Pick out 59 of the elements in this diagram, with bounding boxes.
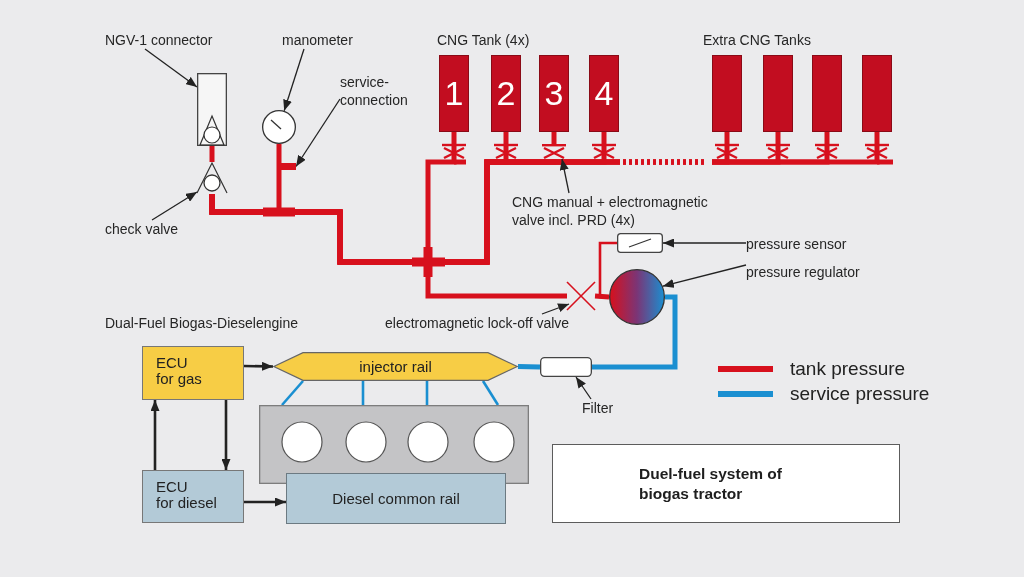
leader-arrow xyxy=(662,264,747,288)
group-label: Extra CNG Tanks xyxy=(703,31,811,49)
gas-tank: 4 xyxy=(589,55,619,132)
filler-connector xyxy=(197,73,227,146)
pressure-sensor xyxy=(617,233,663,253)
part-label: pressure sensor xyxy=(746,235,847,253)
part-label: electromagnetic lock-off valve xyxy=(385,314,570,332)
group-label: Dual-Fuel Biogas-Dieselengine xyxy=(105,314,298,332)
gas-tank: 2 xyxy=(491,55,521,132)
control-unit: ECU for diesel xyxy=(142,470,244,523)
injector-line xyxy=(281,380,304,406)
leader-arrow xyxy=(559,158,570,194)
legend-label: service pressure xyxy=(790,383,930,405)
sensor-line xyxy=(598,241,617,299)
part-label: Filter xyxy=(582,399,614,417)
valve-symbol xyxy=(542,144,566,159)
gas-pipe xyxy=(209,146,215,162)
part-label: pressure regulator xyxy=(746,263,860,281)
signal-arrow xyxy=(243,361,274,371)
legend-label: tank pressure xyxy=(790,358,906,380)
gas-pipe xyxy=(425,132,567,299)
service-port xyxy=(279,163,296,170)
gas-filter xyxy=(540,357,592,377)
leader-arrow xyxy=(662,238,747,248)
leader-arrow xyxy=(541,303,570,315)
injector-line xyxy=(361,381,365,405)
part-label: CNG manual + electromagnetic valve incl. PRD (4x) xyxy=(512,193,734,229)
gas-pipe xyxy=(551,132,557,144)
leader-arrow xyxy=(575,376,592,400)
gas-tank: 1 xyxy=(439,55,469,132)
part-label: service-connection xyxy=(340,73,430,109)
gas-tank xyxy=(862,55,892,132)
lock-off-valve-symbol xyxy=(567,282,595,310)
gas-tank: 3 xyxy=(539,55,569,132)
group-label: CNG Tank (4x) xyxy=(437,31,530,49)
common-rail: Diesel common rail xyxy=(286,473,506,524)
signal-arrow xyxy=(221,400,231,470)
title-panel: Duel-fuel system of biogas tractor xyxy=(552,444,900,523)
gas-tank xyxy=(712,55,742,132)
signal-arrow xyxy=(150,400,160,470)
injector-rail: injector rail xyxy=(273,352,518,381)
leader-arrow xyxy=(151,191,198,221)
part-label: NGV-1 connector xyxy=(105,31,213,49)
injector-line xyxy=(481,380,500,406)
pressure-regulator xyxy=(609,269,665,325)
gas-pipe xyxy=(592,294,678,370)
part-label: manometer xyxy=(282,31,353,49)
signal-arrow xyxy=(244,497,286,507)
pressure-gauge xyxy=(262,110,296,144)
gas-tank xyxy=(763,55,793,132)
injector-line xyxy=(425,381,429,405)
part-label: check valve xyxy=(105,220,179,238)
leader-arrow xyxy=(144,48,198,88)
control-unit: ECU for gas xyxy=(142,346,244,400)
leader-arrow xyxy=(295,98,341,168)
leader-arrow xyxy=(283,48,305,112)
gas-pipe xyxy=(517,364,541,370)
check-valve-symbol xyxy=(196,162,228,194)
gas-tank xyxy=(812,55,842,132)
